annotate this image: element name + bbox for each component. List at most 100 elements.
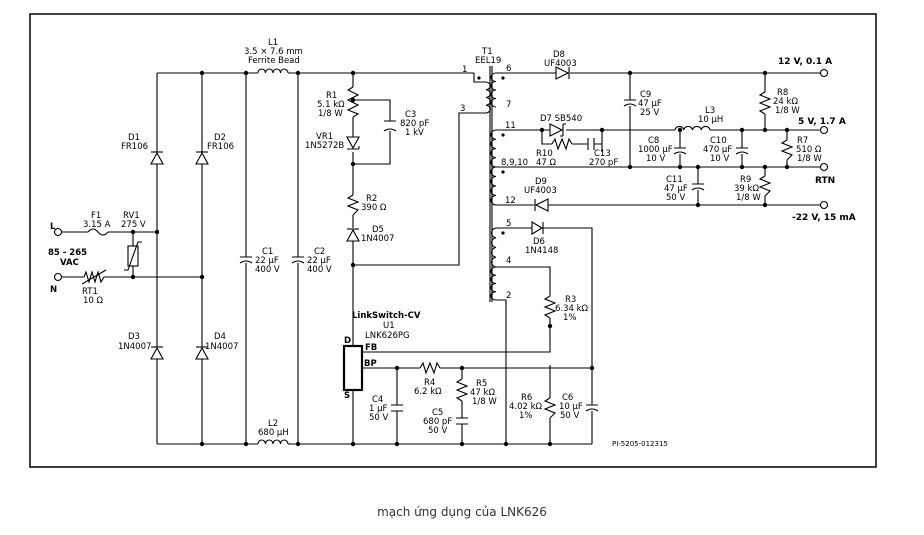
drawing-id: PI-5205-012315 <box>612 440 668 448</box>
label-R7-power: 1/8 W <box>797 154 822 164</box>
label-R2-value: 390 Ω <box>361 203 387 213</box>
label-R3-value: 6.34 kΩ <box>555 304 589 314</box>
label-C5-value: 680 pF <box>423 417 452 427</box>
label-D6-ref: D6 <box>533 237 545 247</box>
labels: L 85 - 265 VAC N F1 3.15 A RV1 275 V RT1… <box>48 38 856 448</box>
label-C2-value: 22 µF <box>307 256 331 266</box>
label-R6-tol: 1% <box>519 411 533 421</box>
label-R4-ref: R4 <box>424 378 435 388</box>
label-C8-voltage: 10 V <box>646 154 666 164</box>
label-C13-ref: C13 <box>594 149 611 159</box>
image-caption: mạch ứng dụng của LNK626 <box>377 505 547 519</box>
label-pin-5: 5 <box>506 219 511 229</box>
label-R6-ref: R6 <box>521 393 532 403</box>
label-C10-voltage: 10 V <box>710 154 730 164</box>
junction-dots <box>130 70 790 447</box>
label-RV1-ref: RV1 <box>123 211 140 221</box>
label-out-12v: 12 V, 0.1 A <box>778 57 832 67</box>
label-C13-value: 270 pF <box>589 158 618 168</box>
label-R5-power: 1/8 W <box>472 397 497 407</box>
label-pin-3: 3 <box>460 104 465 114</box>
label-D8-value: UF4003 <box>544 59 577 69</box>
label-D4-ref: D4 <box>214 332 226 342</box>
label-C4-voltage: 50 V <box>369 413 389 423</box>
label-R4-value: 6.2 kΩ <box>414 387 442 397</box>
label-C1-ref: C1 <box>262 247 273 257</box>
label-D5-value: 1N4007 <box>361 234 394 244</box>
label-C11-voltage: 50 V <box>666 193 686 203</box>
label-F1-ref: F1 <box>91 211 101 221</box>
label-input-neutral: N <box>50 285 57 295</box>
label-RV1-value: 275 V <box>121 220 146 230</box>
label-R1-value: 5.1 kΩ <box>317 100 345 110</box>
label-R9-value: 39 kΩ <box>734 184 759 194</box>
label-C2-ref: C2 <box>314 247 325 257</box>
label-C6-voltage: 50 V <box>560 411 580 421</box>
label-RT1-value: 10 Ω <box>83 296 104 306</box>
label-U1-part: LNK626PG <box>365 331 410 341</box>
label-L1-size: 3.5 × 7.6 mm <box>244 47 303 57</box>
label-C9-value: 47 µF <box>638 99 662 109</box>
label-C10-ref: C10 <box>710 136 727 146</box>
label-R3-ref: R3 <box>565 295 576 305</box>
label-R10-value: 47 Ω <box>536 158 557 168</box>
label-R9-power: 1/8 W <box>736 193 761 203</box>
label-R8-power: 1/8 W <box>775 106 800 116</box>
label-D2-value: FR106 <box>207 142 234 152</box>
label-C4-value: 1 µF <box>369 404 388 414</box>
label-input-line: L <box>50 222 56 232</box>
label-pin-12: 12 <box>505 196 516 206</box>
label-T1-value: EEL19 <box>475 56 501 66</box>
label-R5-ref: R5 <box>476 379 487 389</box>
label-L2-value: 680 µH <box>258 428 289 438</box>
label-R2-ref: R2 <box>366 194 377 204</box>
label-L1-ref: L1 <box>268 38 278 48</box>
label-pin-BP: BP <box>364 359 377 369</box>
terminals <box>53 68 829 282</box>
label-U1-ref: U1 <box>383 321 395 331</box>
label-R6-value: 4.02 kΩ <box>509 402 543 412</box>
label-VR1-value: 1N5272B <box>305 141 344 151</box>
label-D7: D7 SB540 <box>540 114 582 124</box>
label-input-vac: VAC <box>60 258 79 268</box>
label-pin-8910: 8,9,10 <box>501 158 528 168</box>
label-R1-ref: R1 <box>326 91 337 101</box>
label-C3-ref: C3 <box>405 110 416 120</box>
label-R3-tol: 1% <box>563 313 577 323</box>
label-F1-value: 3.15 A <box>83 220 111 230</box>
label-D1-ref: D1 <box>128 133 140 143</box>
label-D5-ref: D5 <box>372 225 384 235</box>
label-C4-ref: C4 <box>372 395 383 405</box>
label-L3-value: 10 µH <box>698 115 723 125</box>
label-D9-ref: D9 <box>535 177 547 187</box>
label-R5-value: 47 kΩ <box>470 388 495 398</box>
label-D1-value: FR106 <box>121 142 148 152</box>
label-C3-value: 820 pF <box>400 119 429 129</box>
label-D3-value: 1N4007 <box>118 342 151 352</box>
label-VR1-ref: VR1 <box>316 132 333 142</box>
label-D8-ref: D8 <box>553 50 565 60</box>
label-out-5v: 5 V, 1.7 A <box>798 117 846 127</box>
label-C11-ref: C11 <box>666 175 683 185</box>
label-T1-ref: T1 <box>481 47 493 57</box>
label-pin-1: 1 <box>462 65 467 75</box>
label-pin-6: 6 <box>506 64 511 74</box>
label-C2-voltage: 400 V <box>307 265 332 275</box>
label-C10-value: 470 µF <box>703 145 732 155</box>
label-C6-value: 10 µF <box>559 402 583 412</box>
label-D2-ref: D2 <box>214 133 226 143</box>
label-U1-family: LinkSwitch-CV <box>352 311 421 321</box>
label-D6-value: 1N4148 <box>525 246 558 256</box>
label-D9-value: UF4003 <box>524 186 557 196</box>
label-pin-2: 2 <box>506 291 511 301</box>
label-D4-value: 1N4007 <box>205 342 238 352</box>
label-L2-ref: L2 <box>268 419 278 429</box>
label-pin-S: S <box>344 391 350 401</box>
label-C9-voltage: 25 V <box>640 108 660 118</box>
label-pin-D: D <box>344 336 351 346</box>
diagram-border <box>29 13 877 468</box>
label-R8-ref: R8 <box>777 88 788 98</box>
label-pin-FB: FB <box>365 343 377 353</box>
label-input-voltage: 85 - 265 <box>48 248 87 258</box>
